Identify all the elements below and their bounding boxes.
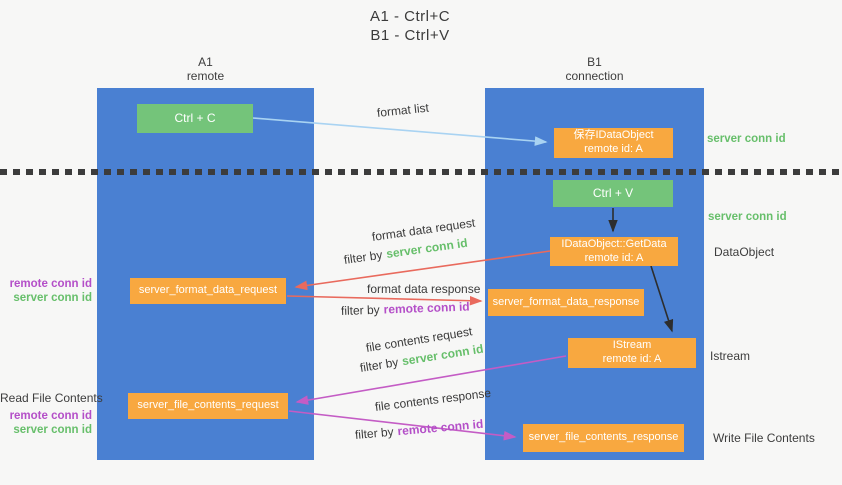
node-server-file-contents-response: server_file_contents_response [523,424,684,452]
column-a1-name: remote [186,69,225,83]
node-ctrl-c-label: Ctrl + C [174,111,216,125]
right-label-write-file-contents: Write File Contents [713,431,815,445]
file-contents-request-arrow [295,355,567,405]
node-save-idataobject-line2: remote id: A [584,143,643,155]
left-label-server-conn-id-top: server conn id [13,292,92,304]
node-ctrl-c: Ctrl + C [137,104,253,133]
title-line-2: B1 - Ctrl+V [370,27,450,44]
node-server-file-contents-response-label: server_file_contents_response [528,431,679,444]
getdata-to-istream-arrow [650,265,674,333]
copy-paste-separator-line [0,169,842,175]
node-idataobject-getdata: IDataObject::GetData remote id: A [550,237,678,266]
right-label-server-conn-id-mid: server conn id [708,211,787,223]
node-idataobject-getdata-line2: remote id: A [584,251,644,264]
left-label-remote-conn-id-top: remote conn id [9,278,92,290]
node-save-idataobject: 保存IDataObject remote id: A [554,128,673,158]
node-server-file-contents-request-label: server_file_contents_request [137,399,279,412]
column-header-b1: B1 connection [485,55,704,83]
edge-label-format-data-response: format data response [367,282,481,296]
left-label-server-conn-id-bottom: server conn id [13,424,92,436]
node-istream-line1: IStream [612,339,652,352]
node-ctrl-v: Ctrl + V [553,180,673,207]
format-data-response-arrow [286,295,483,306]
node-server-format-data-response: server_format_data_response [488,289,644,316]
right-label-server-conn-id-top: server conn id [707,133,786,145]
node-server-format-data-request-label: server_format_data_request [138,284,278,297]
node-ctrl-v-label: Ctrl + V [592,186,634,200]
diagram-title: A1 - Ctrl+C B1 - Ctrl+V [300,7,520,45]
column-a1-id: A1 [198,55,213,69]
node-server-format-data-response-label: server_format_data_response [492,295,640,308]
title-line-1: A1 - Ctrl+C [369,8,451,25]
format-list-arrow [252,117,548,146]
remote-conn-id-text: remote conn id [383,299,470,317]
right-label-istream: Istream [710,349,751,363]
node-istream: IStream remote id: A [568,338,696,368]
left-label-remote-conn-id-bottom: remote conn id [9,410,92,422]
node-save-idataobject-line1: 保存IDataObject [573,129,654,142]
format-data-request-arrow [294,250,551,291]
node-istream-line2: remote id: A [602,353,662,365]
filter-by-text: filter by [340,302,380,318]
file-contents-response-arrow [288,410,517,441]
node-server-format-data-request: server_format_data_request [130,278,286,304]
right-label-dataobject: DataObject [714,245,775,259]
node-server-file-contents-request: server_file_contents_request [128,393,288,419]
column-b1-id: B1 [587,55,602,69]
left-label-read-file-contents: Read File Contents [0,391,103,405]
column-b1-name: connection [565,69,624,83]
node-idataobject-getdata-line1: IDataObject::GetData [561,237,667,250]
column-header-a1: A1 remote [97,55,314,83]
